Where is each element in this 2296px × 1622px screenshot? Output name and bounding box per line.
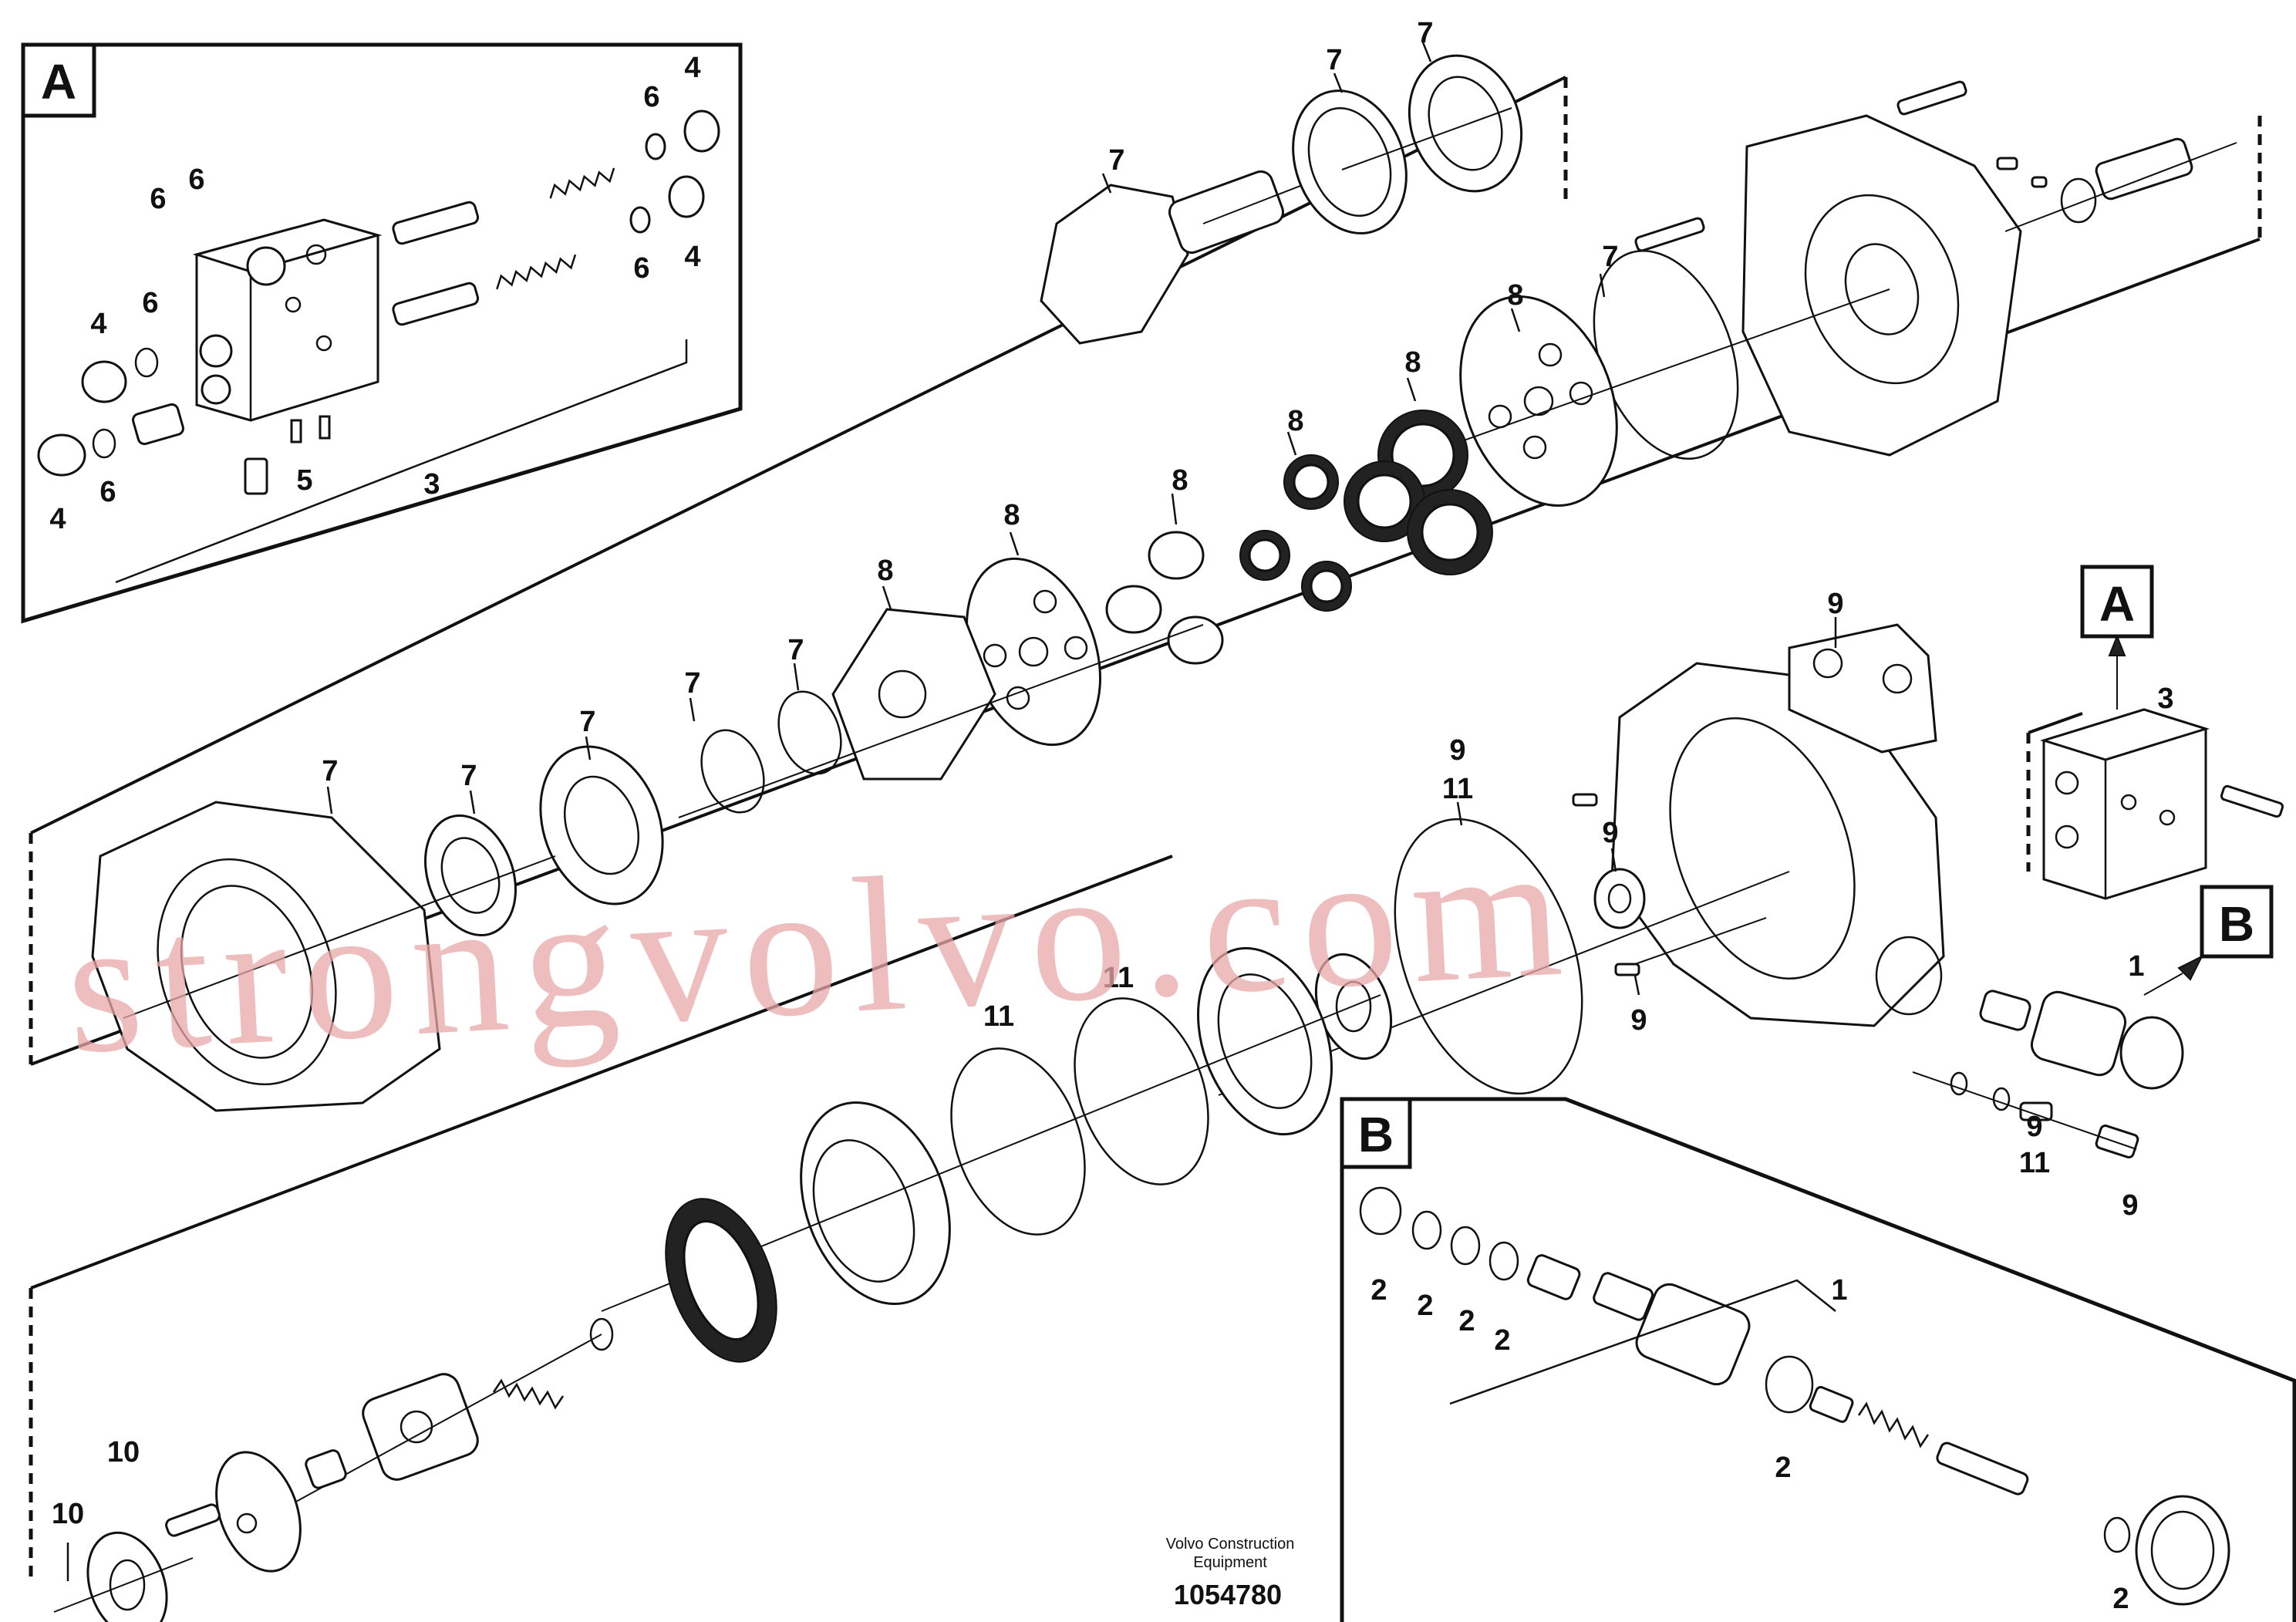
callout-7-e: 7 bbox=[579, 706, 595, 738]
callout-a-5: 5 bbox=[296, 464, 312, 497]
ref-box-a-label: A bbox=[2099, 576, 2135, 632]
callout-8-plate: 8 bbox=[1507, 279, 1523, 312]
callout-11-a: 11 bbox=[983, 1000, 1014, 1033]
caption: Volvo Construction Equipment 1054780 bbox=[1166, 1536, 1295, 1610]
callout-a-4-top: 4 bbox=[684, 52, 700, 84]
figure-number: 1054780 bbox=[1174, 1579, 1282, 1610]
ref-box-b-label: B bbox=[2219, 896, 2254, 952]
detail-box-a: A bbox=[21, 42, 743, 624]
callout-10-a: 10 bbox=[107, 1436, 140, 1469]
callout-a-6-mid: 6 bbox=[633, 252, 649, 285]
callout-a-4-left: 4 bbox=[90, 308, 106, 340]
callout-b-2-b: 2 bbox=[1417, 1290, 1433, 1322]
callout-8-gear: 8 bbox=[1404, 346, 1421, 379]
callout-10-b: 10 bbox=[52, 1498, 84, 1530]
lower-row-parts bbox=[53, 1317, 614, 1622]
callout-7-c: 7 bbox=[787, 634, 804, 666]
callout-7-gear: 7 bbox=[1108, 144, 1124, 177]
motor-housing bbox=[601, 623, 1945, 1363]
upper-row-parts bbox=[91, 54, 2237, 1112]
callout-b-2-f: 2 bbox=[2112, 1583, 2129, 1615]
callout-a-6-top: 6 bbox=[643, 81, 659, 113]
callout-9-oring: 9 bbox=[1449, 734, 1465, 767]
callout-b-2-e: 2 bbox=[1775, 1452, 1791, 1484]
callout-7-a: 7 bbox=[1417, 17, 1433, 49]
callout-9-seal: 9 bbox=[1602, 817, 1618, 849]
callout-8-small: 8 bbox=[1287, 405, 1303, 437]
callout-a-6-l1: 6 bbox=[150, 183, 166, 215]
callout-numbers: 4 6 6 6 6 4 4 6 4 6 5 3 7 7 7 7 8 8 8 8 … bbox=[49, 17, 2173, 1615]
callout-b-1: 1 bbox=[1831, 1274, 1847, 1307]
callout-11-b: 11 bbox=[1103, 962, 1134, 994]
callout-8-cam: 8 bbox=[877, 555, 893, 587]
callout-7-f: 7 bbox=[460, 760, 477, 792]
reference-callouts: A B bbox=[1912, 565, 2284, 1158]
callout-a-4-mid: 4 bbox=[684, 241, 700, 273]
callout-11-oring: 11 bbox=[1442, 773, 1473, 805]
callout-7-ring: 7 bbox=[1602, 241, 1618, 273]
callout-3-ref: 3 bbox=[2157, 683, 2173, 715]
callout-9-r1: 9 bbox=[2026, 1111, 2042, 1143]
callout-7-g: 7 bbox=[322, 755, 338, 787]
callout-a-3: 3 bbox=[423, 468, 440, 501]
callout-7-b: 7 bbox=[1326, 44, 1342, 76]
callout-b-2-a: 2 bbox=[1371, 1274, 1387, 1307]
leader-lines bbox=[326, 42, 1837, 996]
callout-8-bush: 8 bbox=[1172, 464, 1188, 497]
callout-1-ref: 1 bbox=[2128, 950, 2144, 983]
callout-9-r2: 9 bbox=[2122, 1189, 2138, 1222]
callout-7-d: 7 bbox=[684, 667, 700, 700]
callout-a-4-bot: 4 bbox=[49, 503, 66, 535]
callout-a-6-left: 6 bbox=[142, 287, 158, 319]
callout-a-6-bot: 6 bbox=[99, 476, 116, 508]
caption-line-2: Equipment bbox=[1193, 1554, 1267, 1571]
callout-9-pin: 9 bbox=[1630, 1004, 1647, 1037]
callout-8-disc: 8 bbox=[1003, 499, 1020, 531]
box-b-label: B bbox=[1358, 1107, 1394, 1162]
detail-box-b: B bbox=[1340, 1097, 2296, 1622]
callout-11-r1: 11 bbox=[2019, 1147, 2050, 1179]
callout-b-2-c: 2 bbox=[1458, 1305, 1475, 1337]
caption-line-1: Volvo Construction bbox=[1166, 1536, 1295, 1553]
callout-a-6-l2: 6 bbox=[188, 164, 204, 196]
callout-b-2-d: 2 bbox=[1494, 1324, 1510, 1357]
callout-9-top: 9 bbox=[1827, 588, 1843, 620]
box-a-label: A bbox=[41, 54, 76, 110]
